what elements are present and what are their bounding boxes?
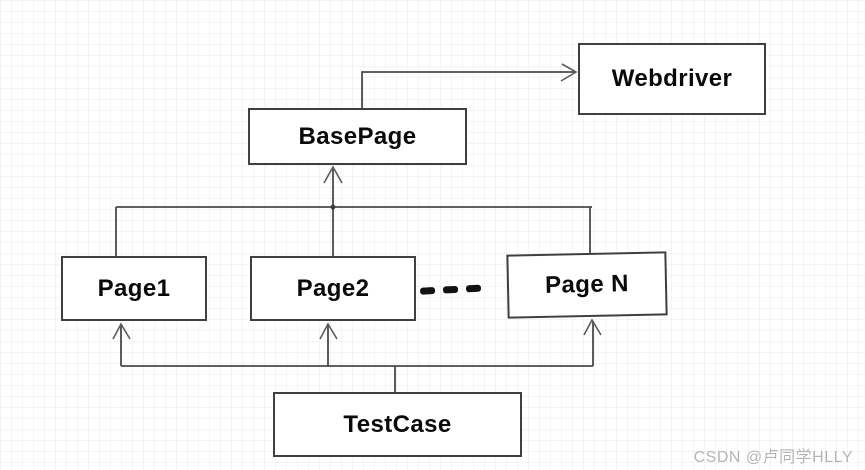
arrowhead-up-icon	[112, 322, 131, 340]
node-page1-label: Page1	[97, 274, 171, 302]
node-basepage: BasePage	[248, 108, 467, 165]
node-page-n-label: Page N	[544, 270, 630, 299]
arrowhead-up-icon	[323, 165, 343, 184]
ellipsis-dash	[465, 284, 482, 292]
node-testcase: TestCase	[273, 392, 522, 457]
arrowhead-up-icon	[319, 322, 338, 340]
edge-basepage-webdriver	[361, 63, 578, 108]
ellipsis-dash	[419, 286, 436, 295]
ellipsis-dash	[442, 285, 459, 294]
edge-testcase-pages	[112, 318, 602, 392]
node-page-n: Page N	[506, 251, 668, 319]
node-webdriver-label: Webdriver	[611, 65, 733, 92]
node-testcase-label: TestCase	[343, 410, 452, 438]
node-basepage-label: BasePage	[298, 122, 417, 150]
junction-dot	[330, 204, 336, 210]
node-page2-label: Page2	[296, 274, 370, 302]
node-webdriver: Webdriver	[578, 43, 766, 115]
arrowhead-up-icon	[583, 318, 602, 336]
edge-pages-basepage	[115, 165, 592, 256]
csdn-watermark: CSDN @卢同学HLLY	[693, 449, 853, 466]
arrowhead-right-icon	[560, 63, 578, 82]
node-page1: Page1	[61, 256, 207, 321]
node-page2: Page2	[250, 256, 416, 321]
